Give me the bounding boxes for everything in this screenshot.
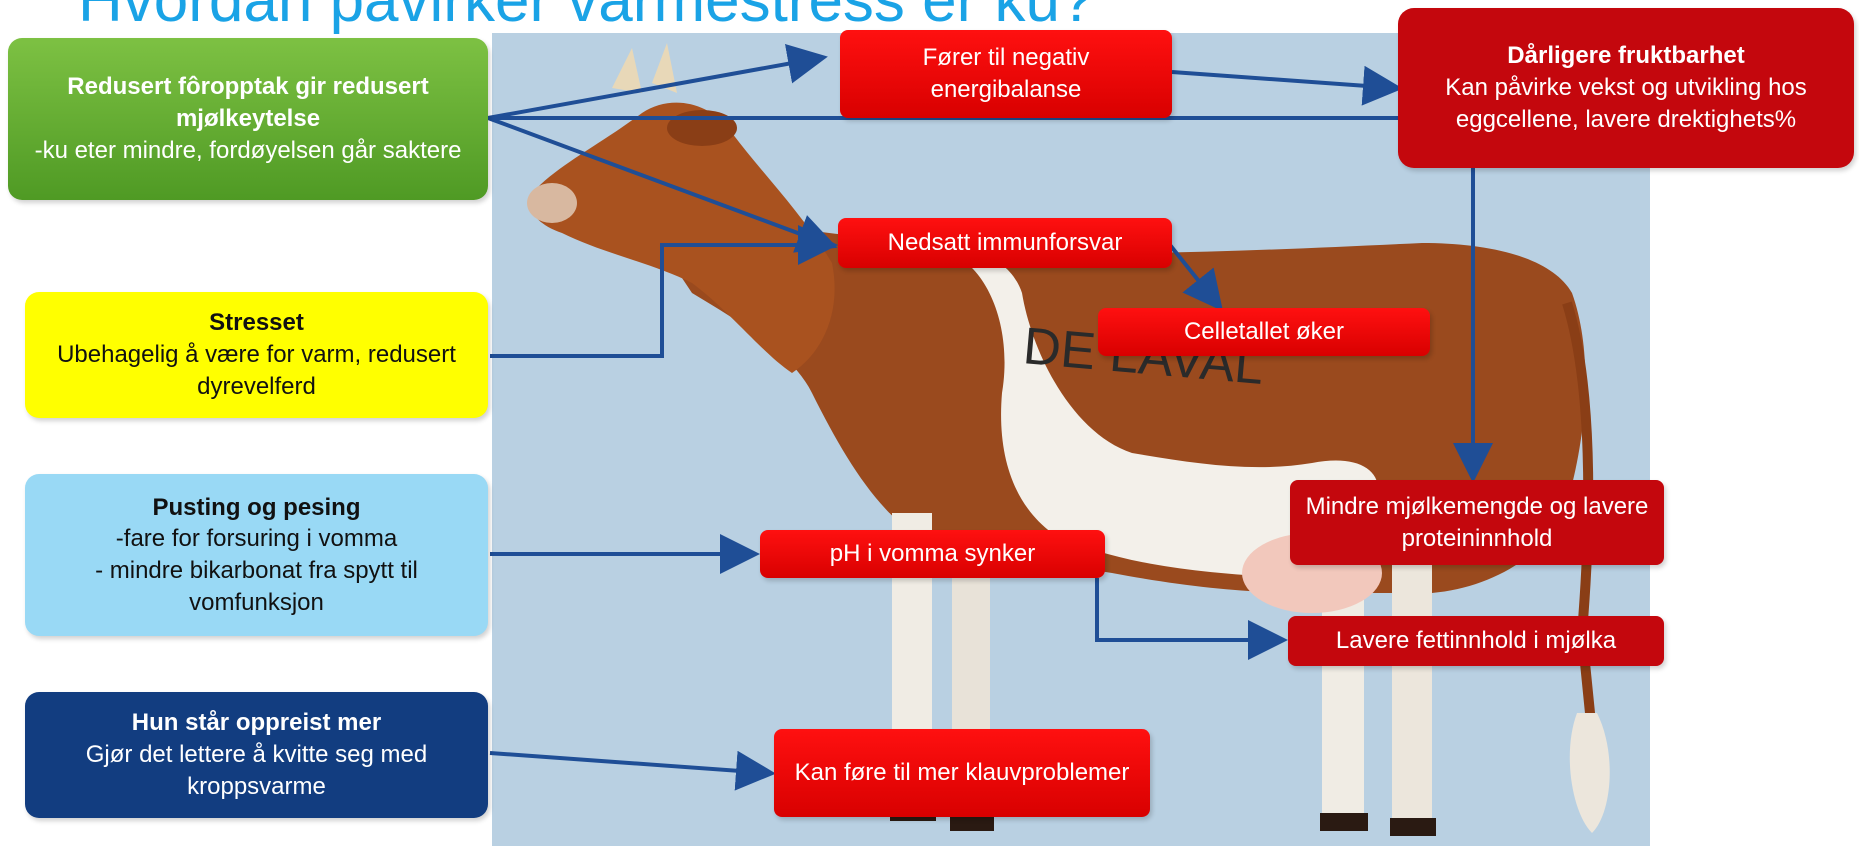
hoof-box: Kan føre til mer klauvproblemer [774,729,1150,817]
standing-text: Gjør det lettere å kvitte seg med kropps… [85,741,428,800]
panting-text-2: - mindre bikarbonat fra spytt til vomfun… [95,557,418,616]
standing-heading: Hun står oppreist mer [131,709,382,737]
feed-intake-box: Redusert fôropptak gir redusert mjølkeyt… [8,38,488,200]
panting-box: Pusting og pesing -fare for forsuring i … [25,474,488,636]
cellcount-text: Celletallet øker [1183,318,1345,346]
ph-box: pH i vomma synker [760,530,1105,578]
stress-box: Stresset Ubehagelig å være for varm, red… [25,292,488,418]
page-title: Hvordan påvirker varmestress er ku? [78,0,1095,35]
cellcount-box: Celletallet øker [1098,308,1430,356]
fat-text: Lavere fettinnhold i mjølka [1335,627,1617,655]
feed-intake-heading: Redusert fôropptak gir redusert mjølkeyt… [67,73,429,133]
hoof-text: Kan føre til mer klauvproblemer [794,759,1130,787]
stress-heading: Stresset [209,309,304,337]
standing-box: Hun står oppreist mer Gjør det lettere å… [25,692,488,818]
fat-box: Lavere fettinnhold i mjølka [1288,616,1664,666]
ph-text: pH i vomma synker [829,540,1036,568]
milk-box: Mindre mjølkemengde og lavere proteininn… [1290,480,1664,565]
panting-heading: Pusting og pesing [152,493,361,521]
feed-intake-text: -ku eter mindre, fordøyelsen går saktere [34,136,462,164]
energy-balance-box: Fører til negativ energibalanse [840,30,1172,118]
immune-box: Nedsatt immunforsvar [838,218,1172,268]
fertility-box: Dårligere fruktbarhet Kan påvirke vekst … [1398,8,1854,168]
immune-text: Nedsatt immunforsvar [887,229,1123,257]
panting-text-1: -fare for forsuring i vomma [115,525,398,553]
stress-text: Ubehagelig å være for varm, redusert dyr… [57,341,456,400]
milk-text: Mindre mjølkemengde og lavere proteininn… [1305,492,1649,552]
fertility-heading: Dårligere fruktbarhet [1507,42,1745,70]
fertility-text: Kan påvirke vekst og utvikling hos eggce… [1445,74,1807,133]
energy-balance-text: Fører til negativ energibalanse [922,44,1090,103]
